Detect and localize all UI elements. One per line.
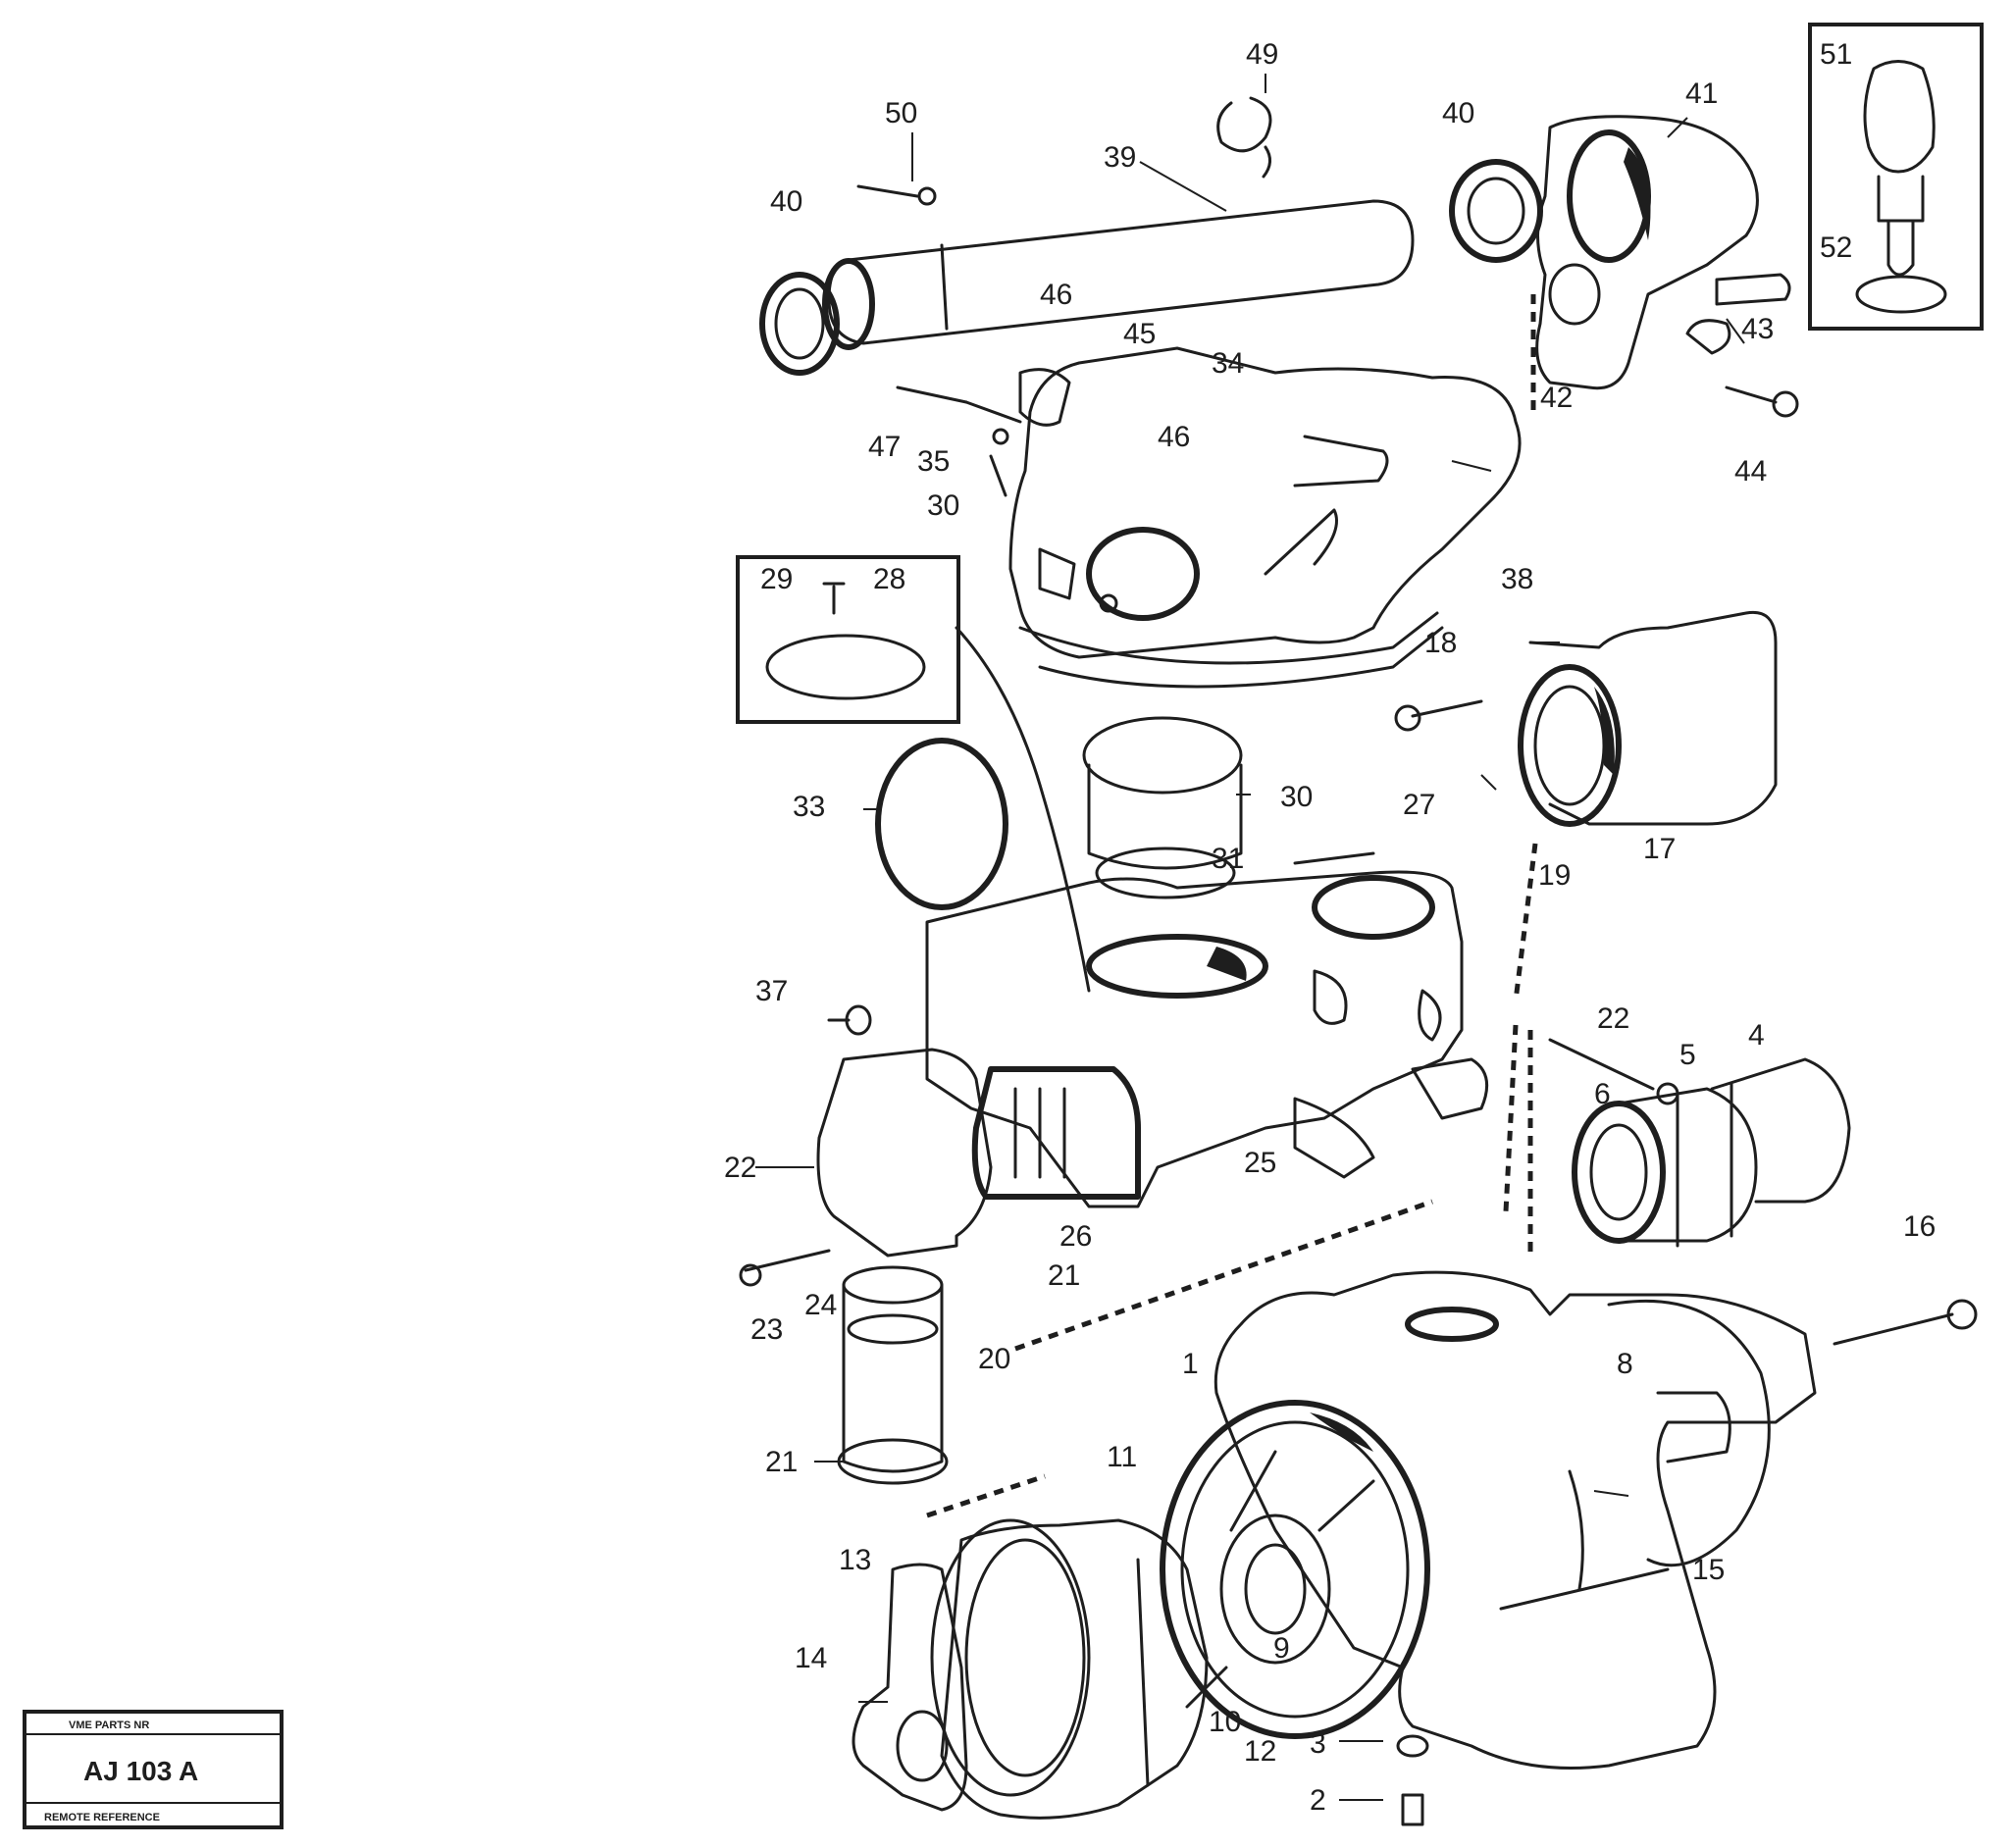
callout-41: 41 xyxy=(1685,77,1718,110)
callout-47: 47 xyxy=(868,431,901,463)
callout-24: 24 xyxy=(804,1289,837,1321)
callout-49: 49 xyxy=(1246,38,1278,71)
callout-22-right: 22 xyxy=(1597,1002,1629,1035)
callout-38: 38 xyxy=(1501,563,1533,595)
callout-18: 18 xyxy=(1424,627,1457,659)
callout-22-left: 22 xyxy=(724,1152,756,1184)
callout-42: 42 xyxy=(1540,382,1573,414)
stamp-top-line: VME PARTS NR xyxy=(69,1720,149,1731)
callout-21-top: 21 xyxy=(1048,1259,1080,1292)
callout-12: 12 xyxy=(1244,1735,1276,1768)
callout-35: 35 xyxy=(917,445,950,478)
callout-25: 25 xyxy=(1244,1147,1276,1179)
callout-13: 13 xyxy=(839,1544,871,1576)
callout-43: 43 xyxy=(1741,313,1774,345)
callout-11: 11 xyxy=(1107,1441,1137,1473)
leader-lines xyxy=(755,74,1745,1801)
callout-30: 30 xyxy=(1280,781,1313,813)
callout-19: 19 xyxy=(1538,859,1571,892)
callout-37: 37 xyxy=(755,975,788,1007)
callout-33: 33 xyxy=(793,791,825,823)
callout-30-small: 30 xyxy=(927,489,959,522)
callout-51: 51 xyxy=(1820,38,1852,71)
callout-5: 5 xyxy=(1679,1039,1696,1071)
callout-1: 1 xyxy=(1182,1348,1199,1380)
callout-40-left: 40 xyxy=(770,185,802,218)
callout-9: 9 xyxy=(1273,1632,1290,1665)
callout-46-top: 46 xyxy=(1040,279,1072,311)
part-geometry xyxy=(736,23,1984,1826)
callout-46: 46 xyxy=(1158,421,1190,453)
callout-29: 29 xyxy=(760,563,793,595)
callout-4: 4 xyxy=(1748,1019,1765,1052)
stamp-code: AJ 103 A xyxy=(83,1756,198,1786)
callout-8: 8 xyxy=(1617,1348,1633,1380)
callout-27: 27 xyxy=(1403,789,1435,821)
callout-15: 15 xyxy=(1692,1554,1725,1586)
callout-16: 16 xyxy=(1903,1210,1936,1243)
callout-labels: 1 2 3 4 5 6 8 9 10 11 12 13 14 15 16 17 … xyxy=(724,38,1936,1817)
callout-26: 26 xyxy=(1059,1220,1092,1253)
callout-34: 34 xyxy=(1212,347,1244,380)
callout-2: 2 xyxy=(1310,1784,1326,1817)
callout-6: 6 xyxy=(1594,1078,1611,1110)
callout-39: 39 xyxy=(1104,141,1136,174)
callout-31: 31 xyxy=(1212,843,1244,875)
callout-52: 52 xyxy=(1820,231,1852,264)
callout-40-right: 40 xyxy=(1442,97,1474,129)
callout-44: 44 xyxy=(1734,455,1767,488)
callout-50: 50 xyxy=(885,97,917,129)
callout-14: 14 xyxy=(795,1642,827,1674)
drawing-stamp: VME PARTS NR AJ 103 A REMOTE REFERENCE xyxy=(23,1710,284,1829)
callout-45: 45 xyxy=(1123,318,1156,350)
callout-17: 17 xyxy=(1643,833,1676,865)
callout-3: 3 xyxy=(1310,1727,1326,1760)
callout-23: 23 xyxy=(750,1313,783,1346)
callout-21-bottom: 21 xyxy=(765,1446,798,1478)
callout-10: 10 xyxy=(1209,1706,1241,1738)
stamp-bottom-line: REMOTE REFERENCE xyxy=(44,1812,160,1823)
callout-28: 28 xyxy=(873,563,905,595)
callout-20: 20 xyxy=(978,1343,1010,1375)
